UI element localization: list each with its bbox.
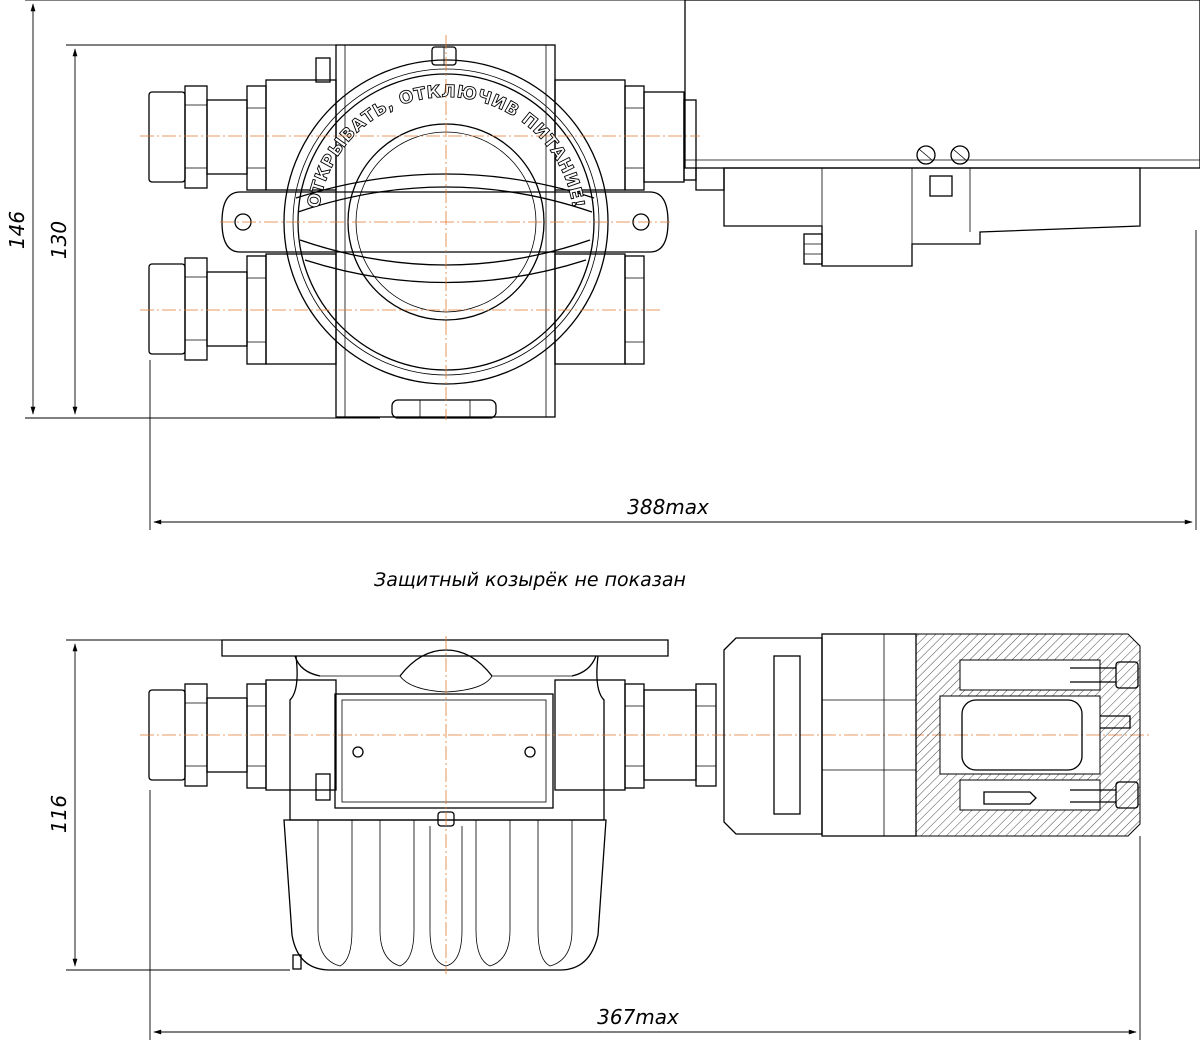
cover-ribs <box>317 820 573 967</box>
cover-tab <box>292 954 302 970</box>
side-nut-right <box>624 683 717 789</box>
label-146: 146 <box>5 211 29 249</box>
section-screw-bottom <box>1115 781 1139 809</box>
flange-side <box>221 639 669 657</box>
side-cable-gland-left <box>148 683 267 789</box>
dimension-388max <box>149 230 1197 530</box>
nameplate-rivet-right <box>524 746 536 758</box>
section-hatch <box>915 633 1141 837</box>
side-unit-terminal <box>929 175 953 197</box>
cover-band-top <box>295 173 595 199</box>
side-unit-section <box>723 633 1141 837</box>
section-screw-top <box>1115 661 1139 689</box>
bottom-view <box>66 633 1150 1040</box>
nameplate <box>334 693 554 809</box>
nameplate-rivet-left <box>352 746 364 758</box>
ribbed-cover <box>283 819 607 971</box>
side-unit-top <box>684 0 1200 267</box>
side-unit-window <box>773 655 801 815</box>
earth-nut <box>315 57 331 83</box>
housing-body <box>335 44 556 418</box>
top-view: ОТКРЫВАТЬ, ОТКЛЮЧИВ ПИТАНИЕ! <box>25 0 1200 530</box>
label-367max: 367max <box>597 1005 679 1029</box>
cable-gland-lower-left <box>148 255 267 365</box>
label-388max: 388max <box>627 495 709 519</box>
mounting-flange <box>221 191 669 253</box>
label-130: 130 <box>47 221 71 259</box>
dimension-367max <box>149 790 1141 1040</box>
dimension-130 <box>66 44 345 419</box>
label-116: 116 <box>47 795 71 833</box>
side-unit-nut <box>803 233 823 265</box>
cover-band-bottom <box>299 239 591 266</box>
nut-upper-right <box>624 85 697 191</box>
cable-gland-upper-left <box>148 85 267 191</box>
note-visor-not-shown: Защитный козырёк не показан <box>374 569 686 591</box>
bottom-plug <box>391 399 497 419</box>
dimension-116 <box>66 639 290 971</box>
earth-screw-side <box>315 773 331 801</box>
